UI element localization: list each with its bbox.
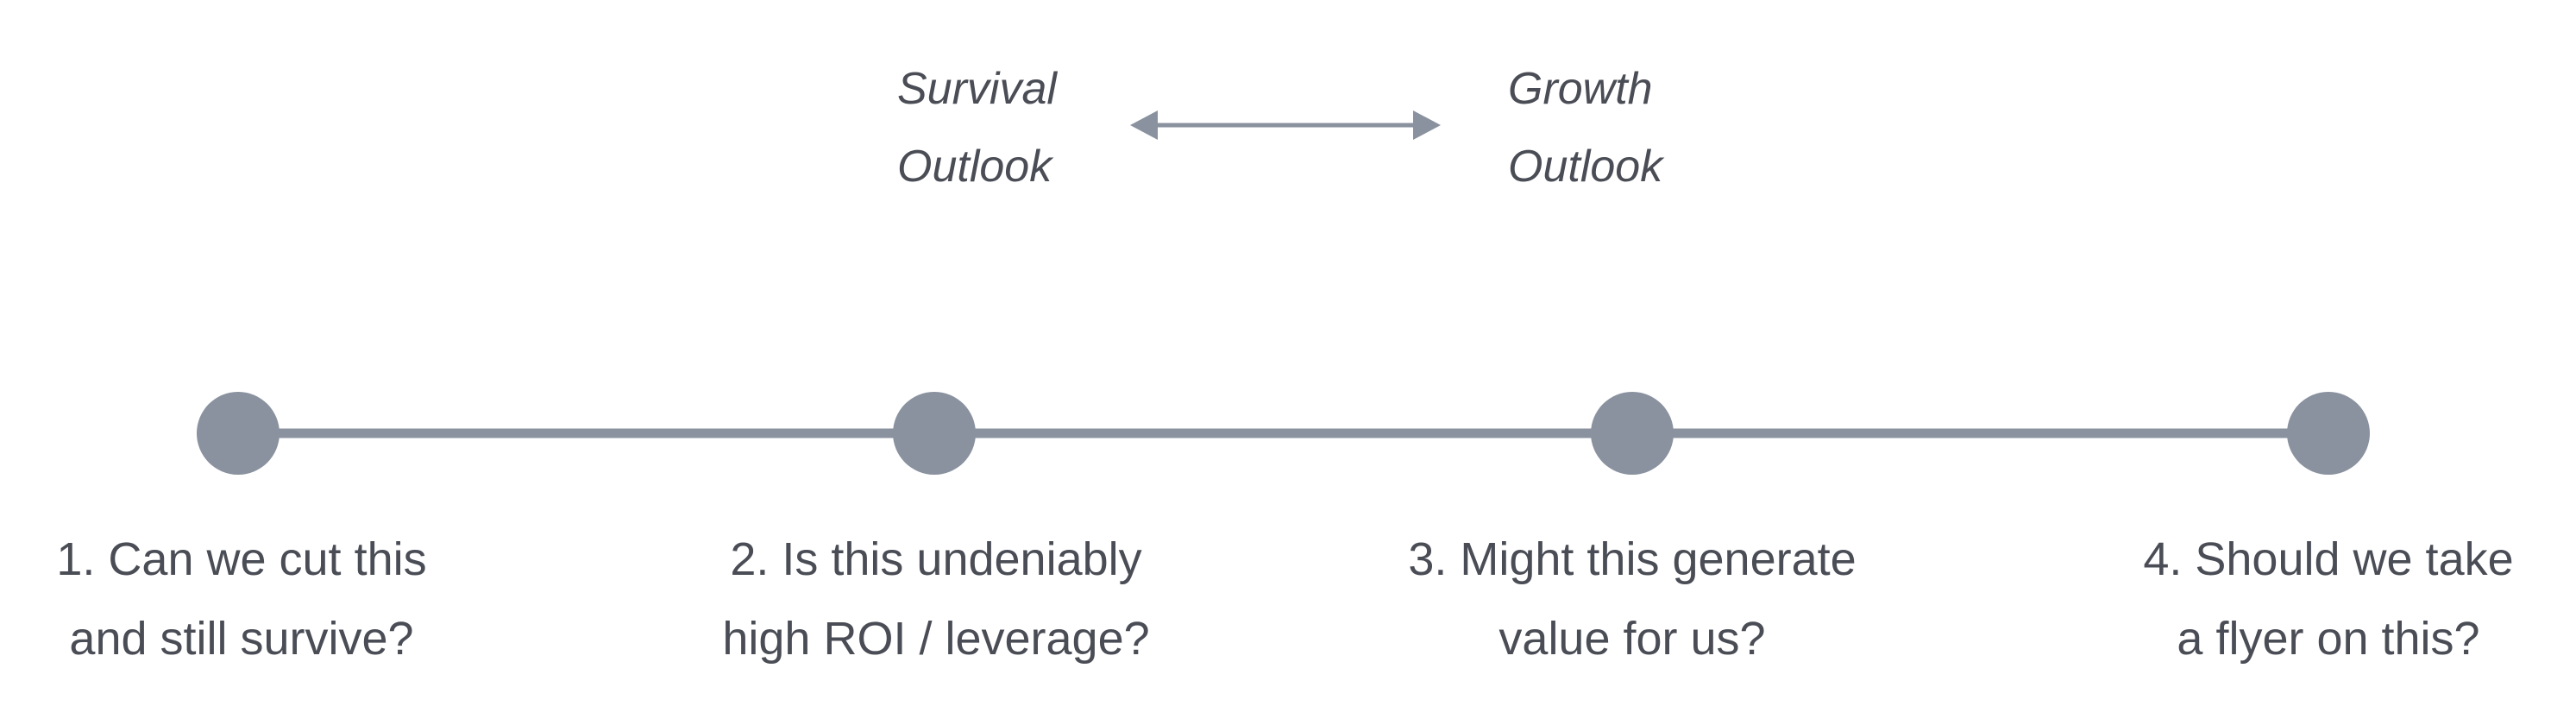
timeline-node-1: [197, 392, 280, 475]
step-4-label: 4. Should we take a flyer on this?: [2026, 520, 2576, 678]
arrow-head-right: [1413, 110, 1441, 140]
step-4-line-2: a flyer on this?: [2177, 613, 2480, 665]
step-1-line-2: and still survive?: [69, 613, 414, 665]
step-1-label: 1. Can we cut this and still survive?: [0, 520, 543, 678]
step-3-label: 3. Might this generate value for us?: [1330, 520, 1934, 678]
growth-outlook-line-2: Outlook: [1508, 142, 1663, 192]
growth-outlook-line-1: Growth: [1508, 64, 1653, 114]
timeline-node-3: [1591, 392, 1674, 475]
double-headed-arrow-icon: [1130, 110, 1441, 140]
step-2-line-1: 2. Is this undeniably: [730, 533, 1142, 585]
arrow-head-left: [1130, 110, 1158, 140]
step-3-line-1: 3. Might this generate: [1408, 533, 1857, 585]
step-2-line-2: high ROI / leverage?: [722, 613, 1150, 665]
step-1-line-1: 1. Can we cut this: [56, 533, 427, 585]
timeline-node-2: [893, 392, 976, 475]
timeline-node-4: [2287, 392, 2370, 475]
survival-outlook-label: Survival Outlook: [897, 50, 1057, 205]
step-3-line-2: value for us?: [1498, 613, 1766, 665]
survival-outlook-line-1: Survival: [897, 64, 1057, 114]
survival-outlook-line-2: Outlook: [897, 142, 1052, 192]
step-4-line-1: 4. Should we take: [2143, 533, 2514, 585]
step-2-label: 2. Is this undeniably high ROI / leverag…: [634, 520, 1238, 678]
growth-outlook-label: Growth Outlook: [1508, 50, 1662, 205]
